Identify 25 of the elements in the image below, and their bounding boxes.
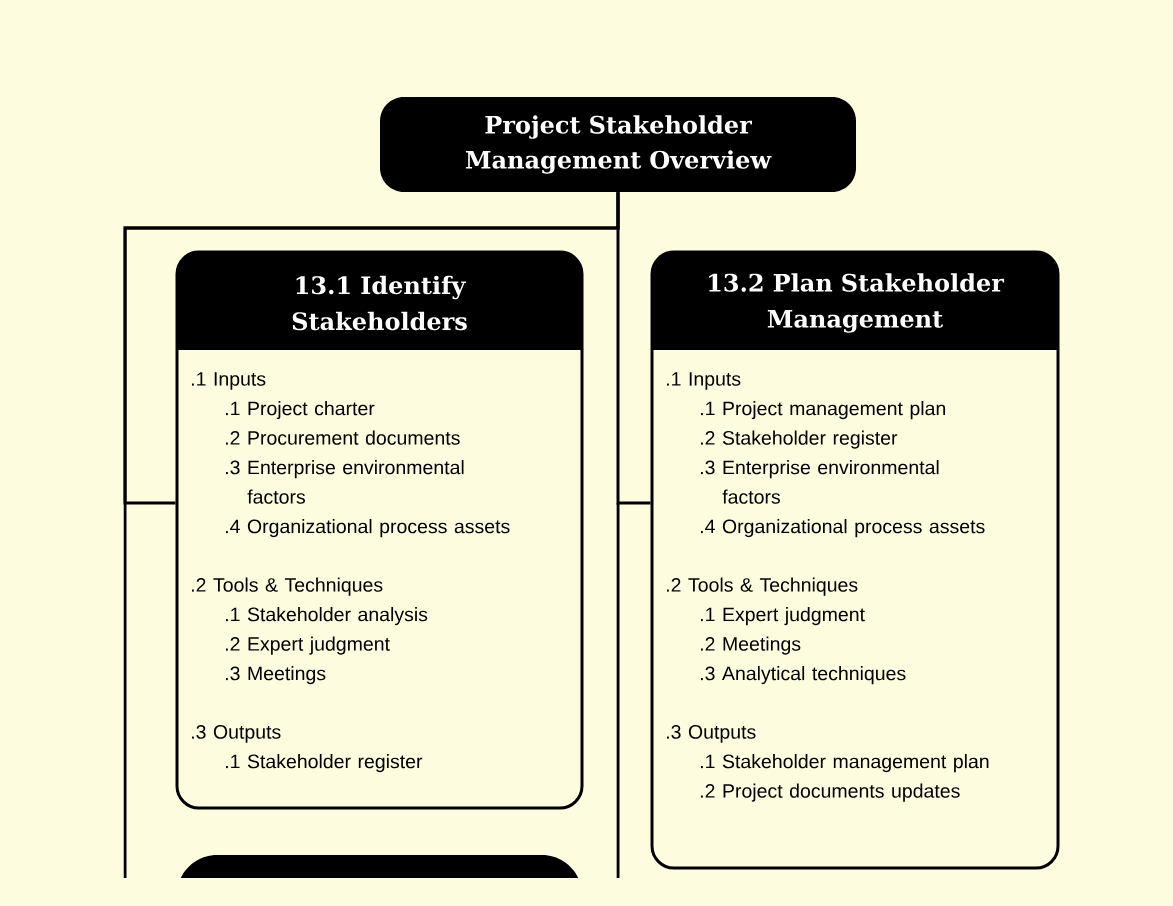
list-item: .2 Tools & Techniques <box>192 577 383 596</box>
list-item: .2 Meetings <box>701 636 801 655</box>
list-item: .3 Meetings <box>226 666 326 685</box>
title-box: Project Stakeholder Management Overview <box>380 97 856 192</box>
list-item: .1 Inputs <box>667 372 741 390</box>
list-item: .2 Expert judgment <box>226 636 390 655</box>
list-item: .2 Tools & Techniques <box>667 577 858 596</box>
list-item: .1 Stakeholder management plan <box>701 754 989 773</box>
list-item: .1 Stakeholder analysis <box>226 607 428 626</box>
list-item: .2 Stakeholder register <box>701 430 898 449</box>
list-item: .3 Enterprise environmental factors <box>226 460 464 504</box>
list-item: .3 Outputs <box>192 725 281 743</box>
list-item: .4 Organizational process assets <box>701 519 985 538</box>
list-item: .1 Stakeholder register <box>226 754 423 773</box>
list-item: .4 Organizational process assets <box>226 519 510 538</box>
list-item: .1 Inputs <box>192 372 266 390</box>
connector-line <box>123 192 620 878</box>
list-item: .3 Analytical techniques <box>701 666 906 685</box>
list-item: .1 Project management plan <box>701 401 946 420</box>
list-item: .1 Expert judgment <box>701 607 865 626</box>
list-item: .3 Enterprise environmental factors <box>701 460 939 504</box>
list-item: .2 Project documents updates <box>701 783 960 802</box>
list-item: .3 Outputs <box>667 725 756 743</box>
list-item: .2 Procurement documents <box>226 430 460 445</box>
list-item: .1 Project charter <box>226 401 375 420</box>
